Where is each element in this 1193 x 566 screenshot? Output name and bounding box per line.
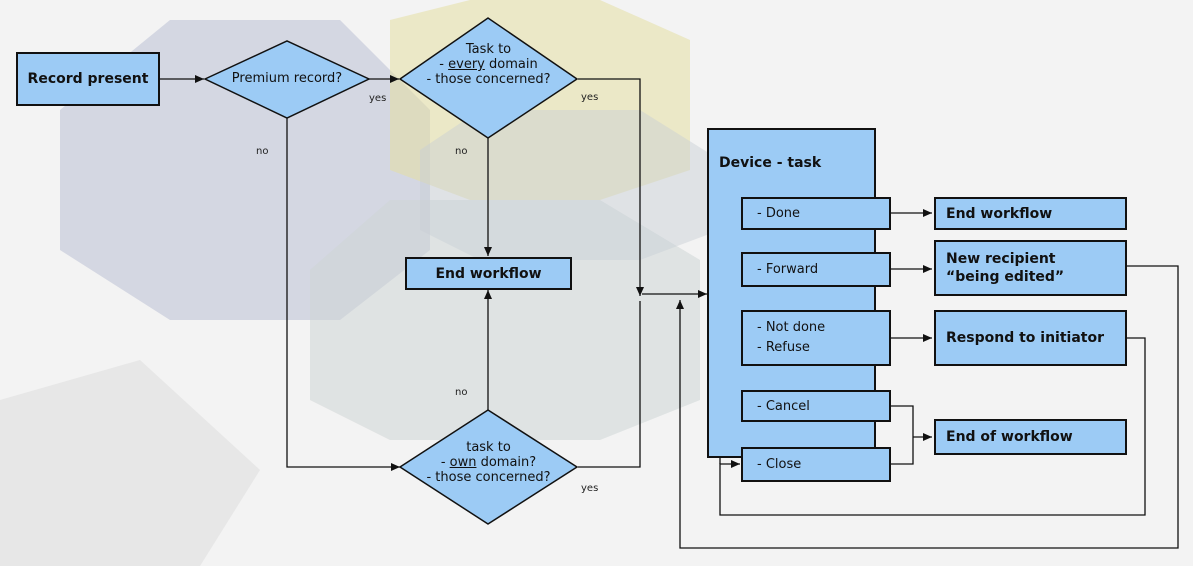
option-not-done-label: - Not done (757, 320, 826, 335)
task-own-line2: - own domain? (440, 455, 537, 470)
option-not-done-refuse[interactable]: - Not done - Refuse (741, 310, 891, 366)
premium-record-label: Premium record? (231, 71, 343, 86)
yes-label-own: yes (581, 483, 599, 494)
task-own-diamond (398, 409, 579, 525)
no-label-premium: no (256, 146, 269, 157)
task-own-line3: - those concerned? (426, 470, 551, 485)
task-every-label: Task to - every domain - those concerned… (400, 42, 577, 87)
no-label-own: no (455, 387, 468, 398)
yes-label-premium: yes (369, 93, 387, 104)
new-recipient-line2: “being edited” (946, 269, 1065, 285)
task-every-line2: - every domain (439, 57, 538, 72)
option-close[interactable]: - Close (741, 447, 891, 482)
record-present-node: Record present (16, 52, 160, 106)
task-every-line1: Task to (465, 42, 512, 57)
premium-record-diamond (203, 40, 371, 119)
option-forward[interactable]: - Forward (741, 252, 891, 287)
yes-label-every: yes (581, 92, 599, 103)
end-of-workflow-node: End of workflow (934, 419, 1127, 455)
option-done[interactable]: - Done (741, 197, 891, 230)
device-task-title: Device - task (719, 155, 822, 171)
end-workflow-mid-node: End workflow (405, 257, 572, 290)
no-label-every: no (455, 146, 468, 157)
new-recipient-line1: New recipient (946, 251, 1056, 267)
task-own-line1: task to (466, 440, 511, 455)
task-every-diamond (398, 17, 579, 139)
option-cancel[interactable]: - Cancel (741, 390, 891, 422)
task-every-line3: - those concerned? (426, 72, 551, 87)
respond-initiator-node: Respond to initiator (934, 310, 1127, 366)
option-refuse-label: - Refuse (757, 340, 810, 355)
end-workflow-right-node: End workflow (934, 197, 1127, 230)
task-own-label: task to - own domain? - those concerned? (400, 440, 577, 485)
new-recipient-node: New recipient “being edited” (934, 240, 1127, 296)
